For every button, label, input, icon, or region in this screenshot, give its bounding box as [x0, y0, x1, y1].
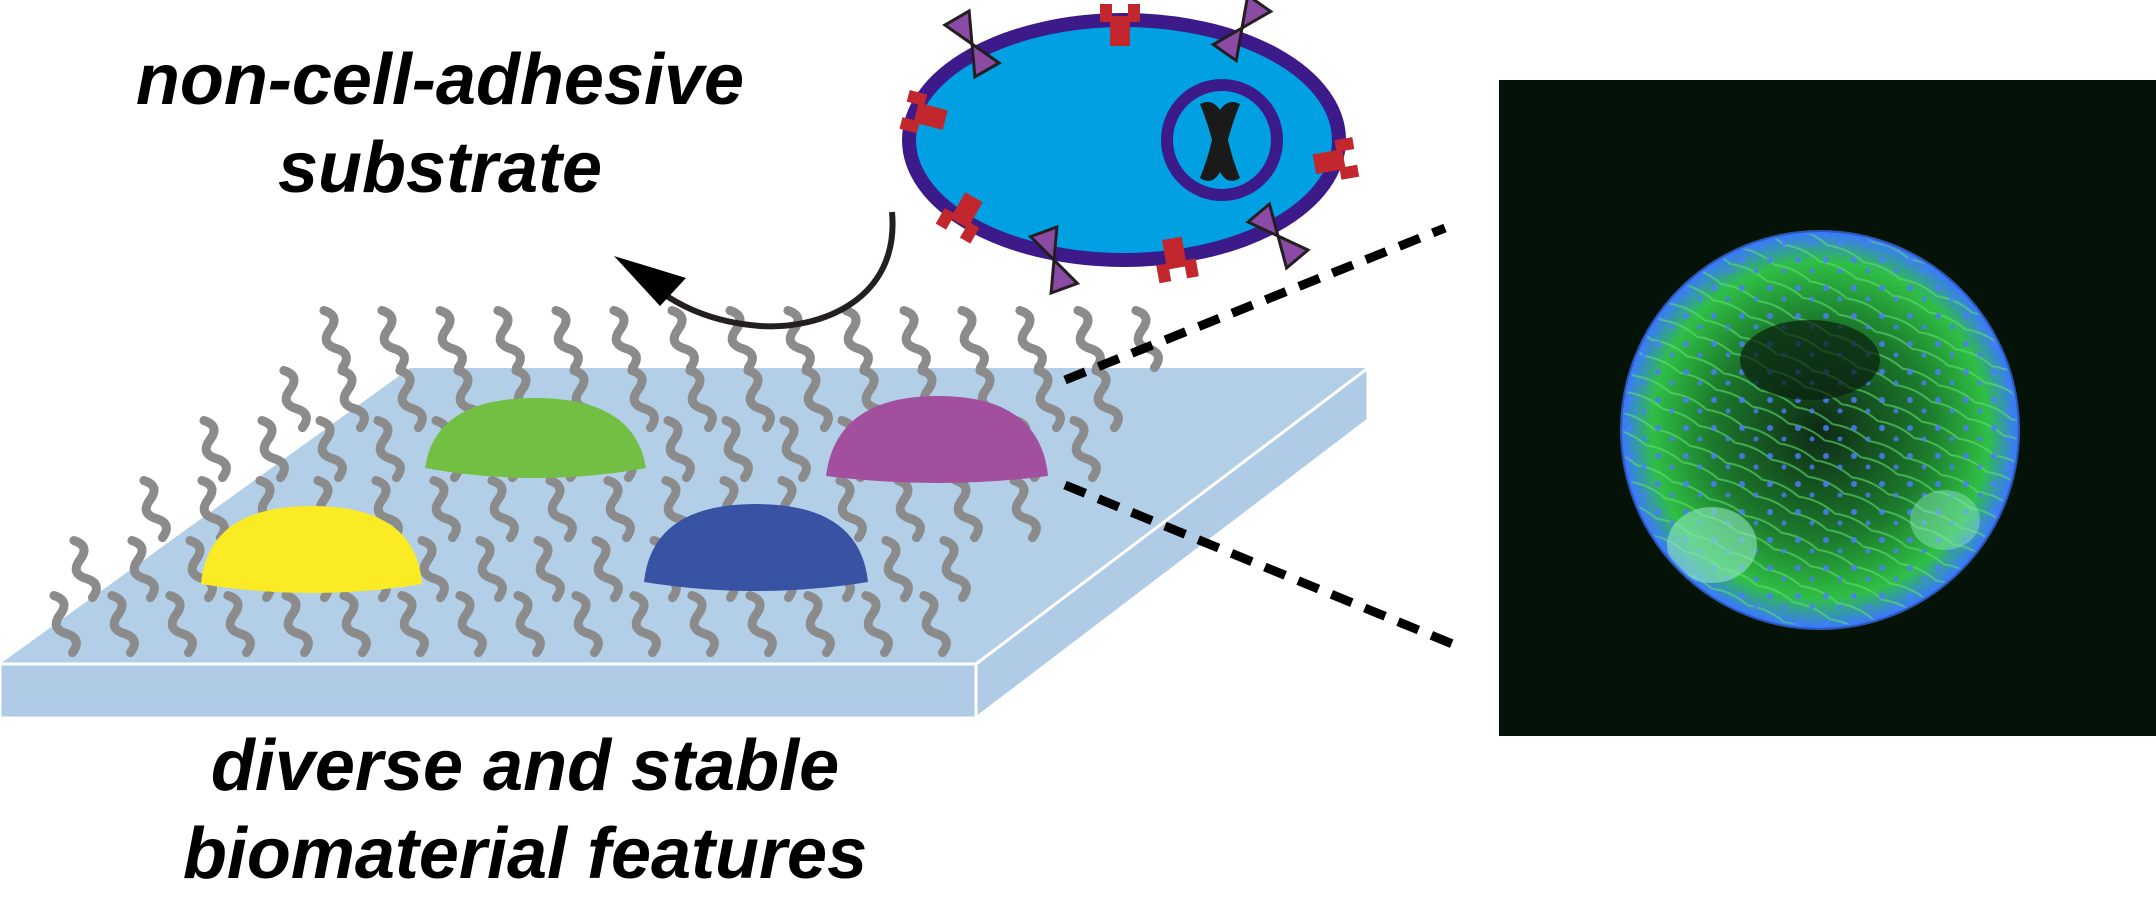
polymer-brush [339, 591, 371, 658]
polymer-brush [687, 591, 719, 658]
blue-feature [644, 504, 868, 591]
polymer-brush [475, 536, 507, 603]
polymer-brush [939, 536, 971, 603]
zoom-lines [1063, 223, 1457, 650]
features-caption-line-2: biomaterial features [182, 814, 868, 894]
polymer-brush [627, 366, 659, 433]
polymer-brush [417, 536, 449, 603]
polymer-brush [801, 366, 833, 433]
polymer-brush [397, 591, 429, 658]
polymer-brush [803, 591, 835, 658]
polymer-brush [725, 306, 757, 373]
polymer-brush [881, 536, 913, 603]
polymer-brush [139, 476, 171, 543]
polymer-brush [319, 306, 351, 373]
micrograph-image [1499, 80, 2156, 736]
polymer-brush [743, 366, 775, 433]
features-caption: diverse and stable biomaterial features [90, 722, 960, 898]
polymer-brush [373, 416, 405, 483]
polymer-brush [685, 366, 717, 433]
polymer-brush [49, 591, 81, 658]
polymer-brush [435, 306, 467, 373]
curved-arrow-icon [614, 211, 896, 330]
polymer-brush [455, 591, 487, 658]
substrate-caption-line-1: non-cell-adhesive [135, 40, 745, 120]
polymer-brush [533, 536, 565, 603]
polymer-brush [107, 591, 139, 658]
cell-spheroid [1622, 232, 2018, 628]
polymer-brush [721, 416, 753, 483]
polymer-brush [1015, 306, 1047, 373]
polymer-brush [571, 591, 603, 658]
polymer-brush [591, 536, 623, 603]
chromosome-icon [1200, 102, 1240, 181]
polymer-brush [493, 306, 525, 373]
polymer-brush [835, 476, 867, 543]
substrate-side [974, 364, 1370, 722]
polymer-brush [957, 306, 989, 373]
yellow-feature [201, 506, 422, 593]
receptor-icon [899, 4, 1360, 284]
substrate-caption-line-2: substrate [277, 128, 603, 208]
substrate-front [0, 662, 978, 720]
zoom-line-upper [1063, 223, 1447, 385]
polymer-brush [551, 306, 583, 373]
receptor-icon [942, 0, 1311, 296]
polymer-brush [667, 306, 699, 373]
polymer-brush [745, 591, 777, 658]
polymer-brush [1009, 476, 1041, 543]
polymer-brush [185, 536, 217, 603]
polymer-brush [429, 476, 461, 543]
polymer-brush [1131, 306, 1163, 373]
polymer-brush [395, 366, 427, 433]
polymer-brush [779, 416, 811, 483]
polymer-brush [279, 366, 311, 433]
purple-feature [826, 396, 1048, 483]
polymer-brush [783, 306, 815, 373]
polymer-brush [861, 591, 893, 658]
polymer-brush [545, 476, 577, 543]
green-feature [425, 398, 646, 478]
polymer-brush [197, 476, 229, 543]
polymer-brushes [49, 306, 1163, 658]
polymer-brush [919, 591, 951, 658]
polymer-brush [893, 476, 925, 543]
polymer-brush [899, 306, 931, 373]
polymer-brush [841, 306, 873, 373]
polymer-brush [513, 591, 545, 658]
polymer-brush [609, 306, 641, 373]
polymer-brush [127, 536, 159, 603]
polymer-brush [315, 416, 347, 483]
substrate-caption: non-cell-adhesive substrate [60, 36, 820, 212]
polymer-brush [1069, 416, 1101, 483]
polymer-brush [69, 536, 101, 603]
polymer-brush [377, 306, 409, 373]
polymer-brush [951, 476, 983, 543]
polymer-brush [223, 591, 255, 658]
cell-icon [899, 0, 1360, 296]
polymer-brush [663, 416, 695, 483]
polymer-brush [371, 476, 403, 543]
polymer-brush [1033, 366, 1065, 433]
polymer-brush [487, 476, 519, 543]
polymer-brush [603, 476, 635, 543]
polymer-brush [165, 591, 197, 658]
polymer-brush [1091, 366, 1123, 433]
features-caption-line-1: diverse and stable [210, 726, 840, 806]
polymer-brush [337, 366, 369, 433]
polymer-brush [281, 591, 313, 658]
polymer-brush [629, 591, 661, 658]
polymer-brush [257, 416, 289, 483]
biomaterial-features [201, 396, 1048, 593]
polymer-brush [1073, 306, 1105, 373]
polymer-brush [199, 416, 231, 483]
